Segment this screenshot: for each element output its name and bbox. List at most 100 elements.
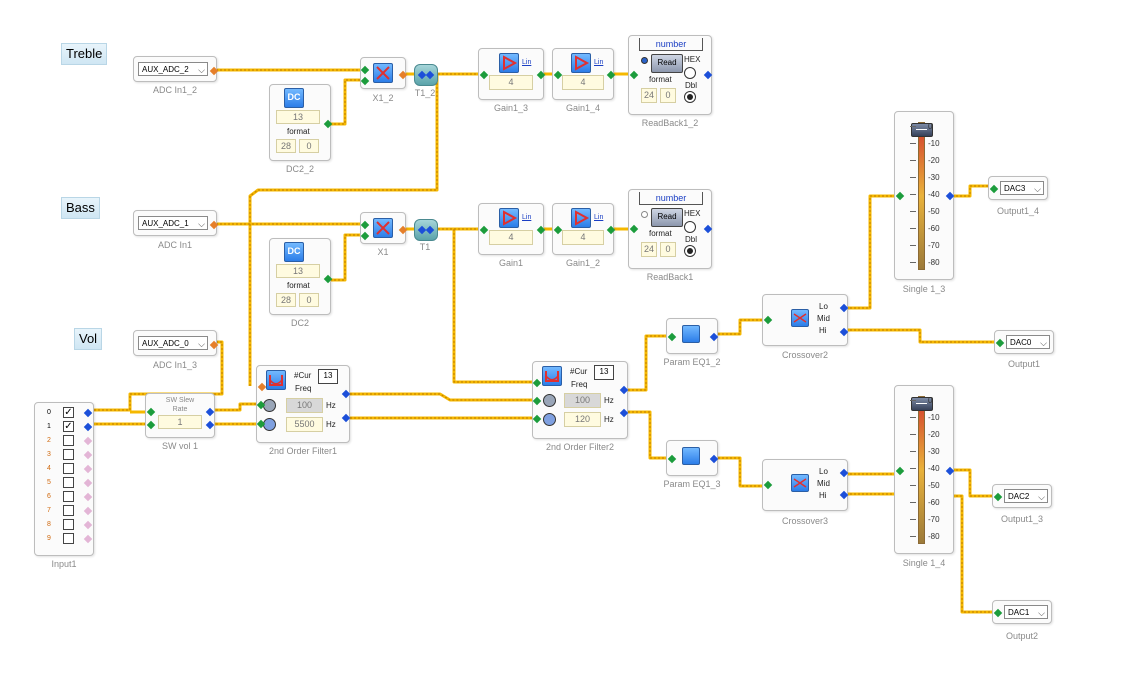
knob-icon[interactable] — [543, 394, 556, 407]
dbl-radio[interactable] — [684, 245, 696, 257]
input-pin[interactable] — [146, 407, 156, 417]
input-checkbox[interactable] — [63, 449, 74, 460]
lin-link[interactable]: Lin — [594, 214, 604, 221]
input-pin[interactable] — [993, 492, 1003, 502]
input-pin[interactable] — [895, 191, 905, 201]
format-field-1[interactable]: 28 — [276, 139, 296, 153]
output-pin[interactable] — [83, 520, 93, 530]
lin-link[interactable]: Lin — [522, 214, 532, 221]
freq-field-1[interactable]: 100 — [564, 393, 601, 408]
crossover-block[interactable]: Lo Mid Hi — [762, 459, 849, 511]
volume-slider-block[interactable]: 0-10-20-30-40-50-60-70-80 — [894, 111, 955, 280]
output-pin[interactable] — [709, 332, 719, 342]
format-field-1[interactable]: 24 — [641, 242, 657, 257]
freq-field-2[interactable]: 120 — [564, 412, 601, 427]
readback-block[interactable]: number Read HEX format Dbl 24 0 — [628, 189, 713, 269]
input-pin[interactable] — [532, 396, 542, 406]
filter-block[interactable]: #Cur 13 Freq 100 120 Hz Hz — [532, 361, 629, 439]
slew-value-field[interactable]: 1 — [158, 415, 202, 429]
output-pin[interactable] — [839, 303, 849, 313]
adc-input-block[interactable]: AUX_ADC_2⌵ — [133, 56, 219, 82]
gain-value-field[interactable]: 4 — [562, 230, 604, 245]
output-pin[interactable] — [83, 450, 93, 460]
dc-block[interactable]: DC 13 format 28 0 — [269, 238, 333, 315]
hex-radio[interactable] — [684, 67, 696, 79]
format-field-1[interactable]: 28 — [276, 293, 296, 307]
knob-icon[interactable] — [543, 413, 556, 426]
slider-track[interactable] — [918, 396, 925, 544]
gain-block[interactable]: Lin 4 — [552, 48, 616, 100]
output-pin[interactable] — [83, 422, 93, 432]
gain-block[interactable]: Lin 4 — [478, 48, 546, 100]
output-pin[interactable] — [209, 340, 219, 350]
format-field-2[interactable]: 0 — [299, 139, 319, 153]
output-pin[interactable] — [83, 464, 93, 474]
output-pin[interactable] — [945, 191, 955, 201]
input-pin[interactable] — [360, 220, 370, 230]
input-checkbox[interactable] — [63, 463, 74, 474]
gain-block[interactable]: Lin 4 — [552, 203, 616, 255]
adc-input-block[interactable]: AUX_ADC_1⌵ — [133, 210, 219, 236]
slew-rate-block[interactable]: SW Slew Rate 1 — [145, 393, 215, 438]
param-eq-block[interactable] — [666, 440, 719, 476]
input-checkbox[interactable] — [63, 505, 74, 516]
output-pin[interactable] — [83, 408, 93, 418]
input-pin[interactable] — [667, 332, 677, 342]
t-junction-block[interactable] — [414, 219, 438, 241]
input-pin[interactable] — [989, 184, 999, 194]
input-checkbox[interactable] — [63, 435, 74, 446]
output-pin[interactable] — [323, 119, 333, 129]
curve-count-field[interactable]: 13 — [594, 365, 614, 380]
output-pin[interactable] — [839, 327, 849, 337]
output-block[interactable]: DAC3⌵ — [988, 176, 1048, 200]
input-pin[interactable] — [532, 378, 542, 388]
output-pin[interactable] — [83, 436, 93, 446]
input-checkbox[interactable] — [63, 477, 74, 488]
t-junction-block[interactable] — [414, 64, 438, 86]
output-pin[interactable] — [839, 490, 849, 500]
format-field-2[interactable]: 0 — [660, 242, 676, 257]
output-pin[interactable] — [619, 408, 629, 418]
gain-value-field[interactable]: 4 — [489, 75, 533, 90]
knob-icon[interactable] — [263, 418, 276, 431]
read-button[interactable]: Read — [651, 54, 683, 73]
dc-value-field[interactable]: 13 — [276, 110, 320, 124]
lin-link[interactable]: Lin — [522, 59, 532, 66]
input-pin[interactable] — [146, 420, 156, 430]
volume-slider-block[interactable]: 0-10-20-30-40-50-60-70-80 — [894, 385, 955, 554]
read-button[interactable]: Read — [651, 208, 683, 227]
output-pin[interactable] — [83, 534, 93, 544]
input-checkbox[interactable]: ✓ — [63, 421, 74, 432]
input-pin[interactable] — [629, 70, 639, 80]
curve-count-field[interactable]: 13 — [318, 369, 338, 384]
filter-block[interactable]: #Cur 13 Freq 100 5500 Hz Hz — [256, 365, 351, 443]
input-checkbox[interactable] — [63, 519, 74, 530]
output-block[interactable]: DAC2⌵ — [992, 484, 1052, 508]
input-pin[interactable] — [360, 76, 370, 86]
input-pin[interactable] — [895, 466, 905, 476]
input-pin[interactable] — [629, 224, 639, 234]
param-eq-block[interactable] — [666, 318, 719, 354]
lin-link[interactable]: Lin — [594, 59, 604, 66]
input-pin[interactable] — [995, 338, 1005, 348]
dc-value-field[interactable]: 13 — [276, 264, 320, 278]
input-pin[interactable] — [257, 382, 267, 392]
adc-source-dropdown[interactable]: AUX_ADC_1⌵ — [138, 216, 208, 230]
output-pin[interactable] — [323, 274, 333, 284]
input-pin[interactable] — [553, 225, 563, 235]
output-block[interactable]: DAC1⌵ — [992, 600, 1052, 624]
dc-block[interactable]: DC 13 format 28 0 — [269, 84, 333, 161]
input-checkbox[interactable]: ✓ — [63, 407, 74, 418]
adc-source-dropdown[interactable]: AUX_ADC_0⌵ — [138, 336, 208, 350]
readback-block[interactable]: number Read HEX format Dbl 24 0 — [628, 35, 713, 115]
output-pin[interactable] — [341, 389, 351, 399]
output-pin[interactable] — [945, 466, 955, 476]
output-pin[interactable] — [341, 413, 351, 423]
output-pin[interactable] — [83, 506, 93, 516]
output-pin[interactable] — [425, 70, 435, 80]
output-pin[interactable] — [398, 225, 408, 235]
hex-radio[interactable] — [684, 221, 696, 233]
crossover-block[interactable]: Lo Mid Hi — [762, 294, 849, 346]
input-pin[interactable] — [993, 608, 1003, 618]
